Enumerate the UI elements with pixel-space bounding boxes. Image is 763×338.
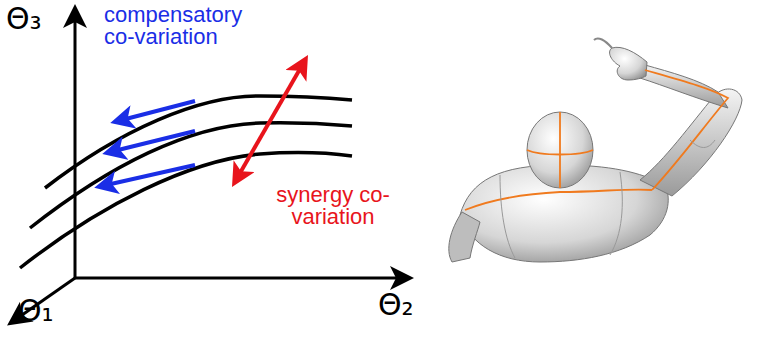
- annotation-label: compensatory co-variation: [104, 4, 254, 48]
- axes: [12, 10, 408, 322]
- axis-label: Θ₁: [18, 296, 78, 326]
- axis-label: Θ₃: [6, 4, 66, 34]
- axis-label: Θ₂: [378, 290, 438, 320]
- annotation-label: synergy co-variation: [268, 184, 398, 228]
- compensatory-arrows: [102, 101, 195, 186]
- human-figure: [449, 38, 742, 262]
- synergy-arrow: [236, 62, 304, 180]
- solution-curves: [20, 96, 352, 268]
